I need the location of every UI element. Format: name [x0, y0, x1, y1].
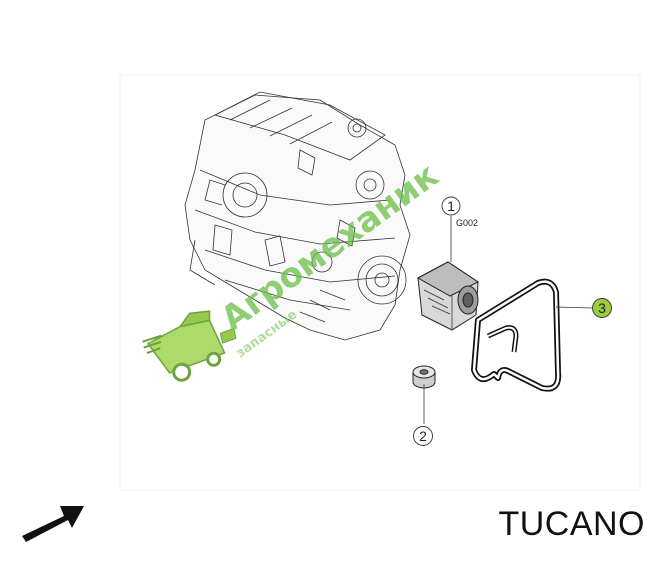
callout-3-label: 3 — [598, 300, 606, 316]
engine-drawing — [184, 91, 411, 341]
alternator-drawing — [416, 261, 479, 331]
callout-1-label: 1 — [447, 198, 455, 214]
direction-arrow-icon — [22, 506, 84, 542]
callout-1[interactable]: 1 — [441, 196, 461, 216]
model-name: TUCANO — [498, 505, 645, 543]
reference-code: G002 — [456, 218, 478, 228]
callout-2[interactable]: 2 — [413, 426, 433, 446]
drive-belt-drawing — [471, 278, 562, 392]
leader-lines — [423, 216, 593, 424]
callout-3[interactable]: 3 — [592, 298, 612, 318]
harvester-logo-icon — [142, 310, 237, 382]
callout-2-label: 2 — [419, 428, 427, 444]
